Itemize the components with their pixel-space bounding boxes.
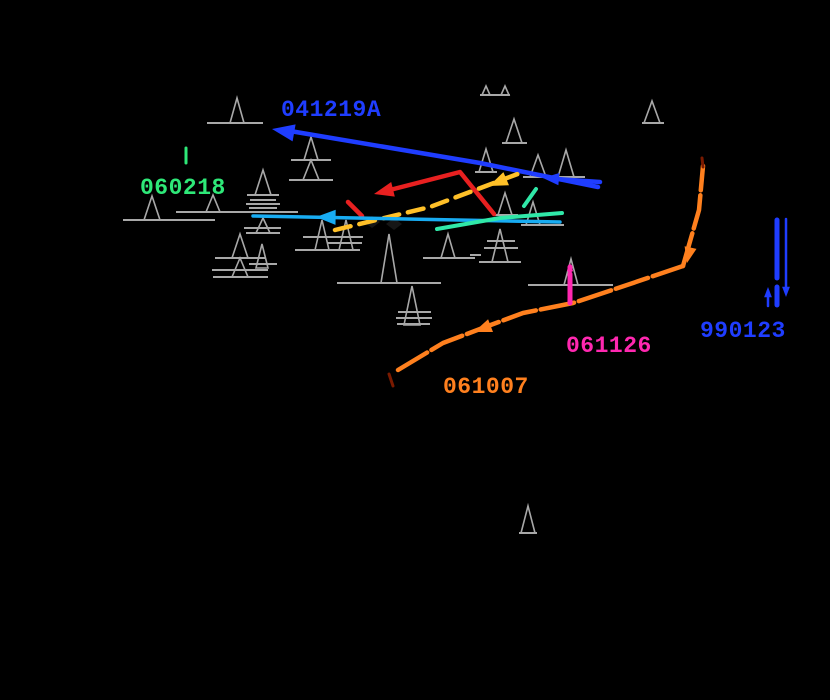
arrowhead-041219A-blue <box>272 124 296 142</box>
track-061007-orange <box>395 263 686 373</box>
data-point-triangle <box>496 190 514 216</box>
data-point-triangle <box>556 147 576 178</box>
data-point-triangle <box>254 243 270 269</box>
arrowhead-041219A-blue <box>543 173 560 186</box>
label-061007: 061007 <box>443 374 529 400</box>
arrowhead-cyan <box>316 209 336 225</box>
dark-point-marker <box>386 218 402 230</box>
label-061126: 061126 <box>566 333 652 359</box>
arrowhead-061007-orange <box>474 319 493 332</box>
data-point-triangle <box>439 231 457 259</box>
data-point-triangle <box>230 255 250 278</box>
arrowhead-990123-down-arrow <box>782 286 790 297</box>
data-point-triangle <box>228 95 246 124</box>
data-point-triangle <box>230 231 250 259</box>
data-point-triangle <box>302 134 320 161</box>
data-point-triangle <box>477 146 495 173</box>
track-red <box>345 199 365 219</box>
track-spring-green <box>522 187 538 208</box>
track-041219A-blue <box>553 176 603 185</box>
track-spring-green <box>435 211 564 231</box>
data-point-triangle <box>519 502 537 534</box>
label-041219A: 041219A <box>281 97 381 123</box>
data-point-triangle <box>313 219 331 251</box>
arrowhead-gold-dashed <box>489 172 509 186</box>
track-track-end-ticks-dark-red <box>387 372 395 388</box>
data-point-triangle <box>337 219 355 251</box>
arrowhead-990123-up-arrow <box>764 287 772 298</box>
arrowhead-061126-magenta <box>566 263 574 272</box>
arrowhead-061007-orange <box>684 246 697 263</box>
data-point-triangle <box>380 233 398 284</box>
track-cyan <box>251 214 562 224</box>
arrowhead-red <box>374 182 395 197</box>
label-990123: 990123 <box>700 318 786 344</box>
data-point-triangle <box>403 285 421 326</box>
data-point-triangle <box>254 216 272 234</box>
data-point-triangle <box>490 228 510 263</box>
track-track-end-ticks-dark-red <box>700 156 705 169</box>
data-point-triangle <box>642 98 662 124</box>
track-red <box>379 169 497 217</box>
data-point-triangle <box>253 167 273 196</box>
data-point-triangle <box>480 84 492 96</box>
data-point-triangle <box>504 116 524 144</box>
data-point-triangle <box>499 84 511 96</box>
data-point-triangle <box>301 157 321 181</box>
label-060218: 060218 <box>140 175 226 201</box>
